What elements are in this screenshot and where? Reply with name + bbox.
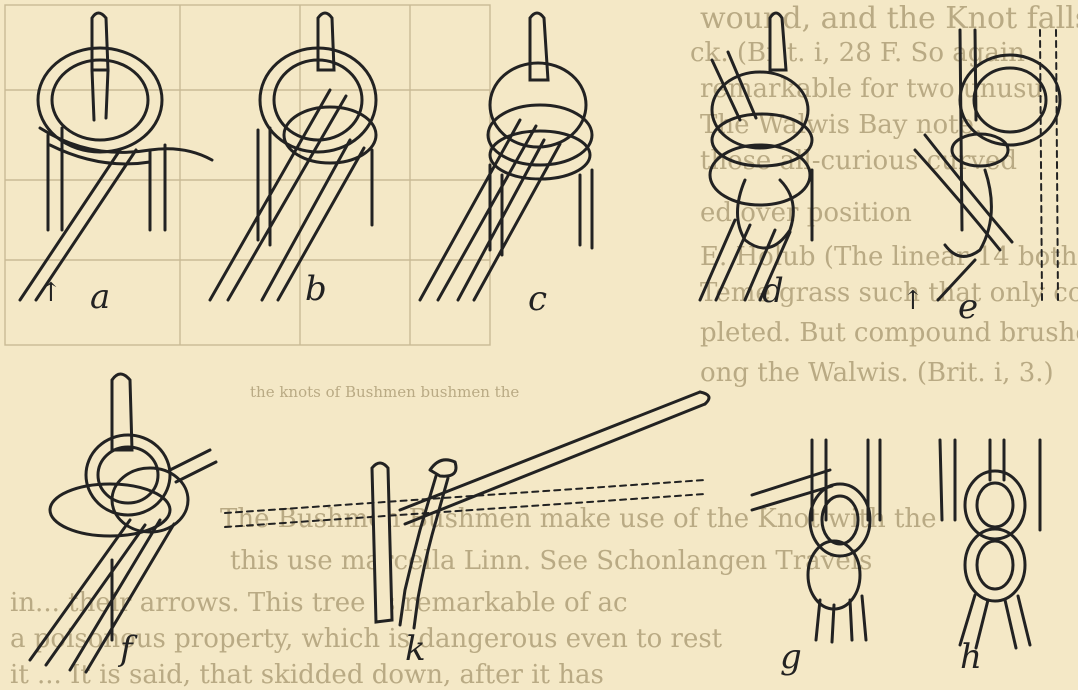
label-e: e [958, 290, 978, 324]
label-f: f [120, 632, 133, 666]
arrow-mark-a: ↑ [40, 280, 62, 306]
knot-figure-b [210, 13, 376, 300]
knot-figure-k [225, 392, 709, 628]
knot-figure-h [940, 440, 1040, 648]
label-c: c [528, 282, 547, 316]
label-d: d [762, 274, 784, 308]
knot-figure-a [20, 13, 212, 300]
label-h: h [960, 640, 982, 674]
arrow-mark-e: ↑ [902, 288, 924, 314]
label-b: b [305, 272, 327, 306]
knot-figure-f [30, 374, 216, 672]
knot-figure-g [752, 440, 880, 642]
knot-figure-e [915, 30, 1060, 300]
bleed-through-image [5, 5, 490, 345]
knot-figure-c [420, 13, 592, 300]
knot-figure-d [700, 13, 812, 300]
label-g: g [780, 640, 802, 674]
label-k: k [405, 632, 426, 666]
label-a: a [90, 280, 110, 314]
